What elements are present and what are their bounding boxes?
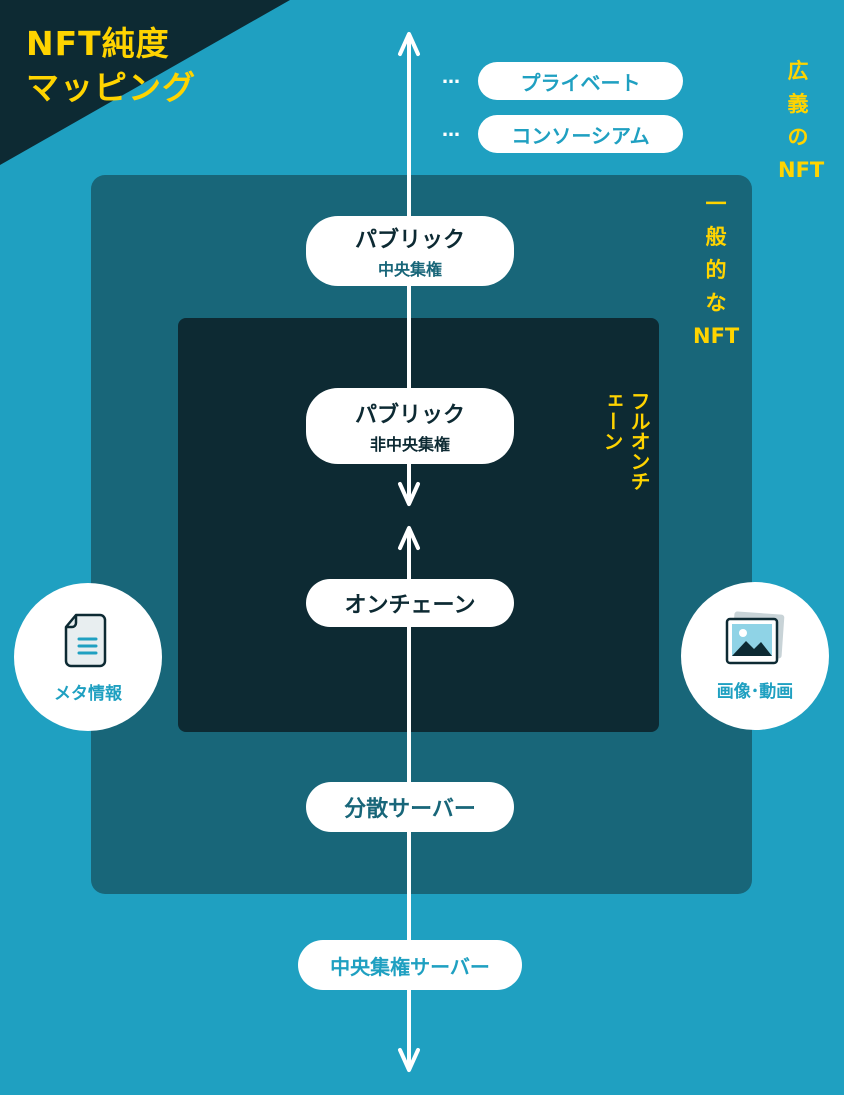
arrow-down-middle [398,482,420,506]
arrow-down-bottom [398,1048,420,1072]
metadata-circle: メタ情報 [14,583,162,731]
fullchain-label: フルオンチェーン [600,391,651,491]
arrow-up-middle [398,526,420,550]
arrow-up-top [398,32,420,56]
central-server-pill: 中央集権サーバー [298,940,522,990]
distributed-server-pill: 分散サーバー [306,782,514,832]
general-nft-label: 一 般 的 な NFT [693,192,740,348]
ellipsis-consortium: … [442,120,460,141]
ellipsis-private: … [442,67,460,88]
public-decentralized-pill: パブリック 非中央集権 [306,388,514,464]
document-icon [64,613,107,667]
onchain-pill: オンチェーン [306,579,514,627]
page-title: NFT純度 マッピング [26,24,196,107]
consortium-chain-pill: コンソーシアム [478,115,683,153]
image-icon [725,611,785,664]
private-chain-pill: プライベート [478,62,683,100]
public-centralized-pill: パブリック 中央集権 [306,216,514,286]
media-circle: 画像･動画 [681,582,829,730]
fullchain-region [178,318,659,732]
media-label: 画像･動画 [716,681,794,702]
broad-nft-label: 広 義 の NFT [778,59,825,182]
metadata-label: メタ情報 [54,683,122,704]
